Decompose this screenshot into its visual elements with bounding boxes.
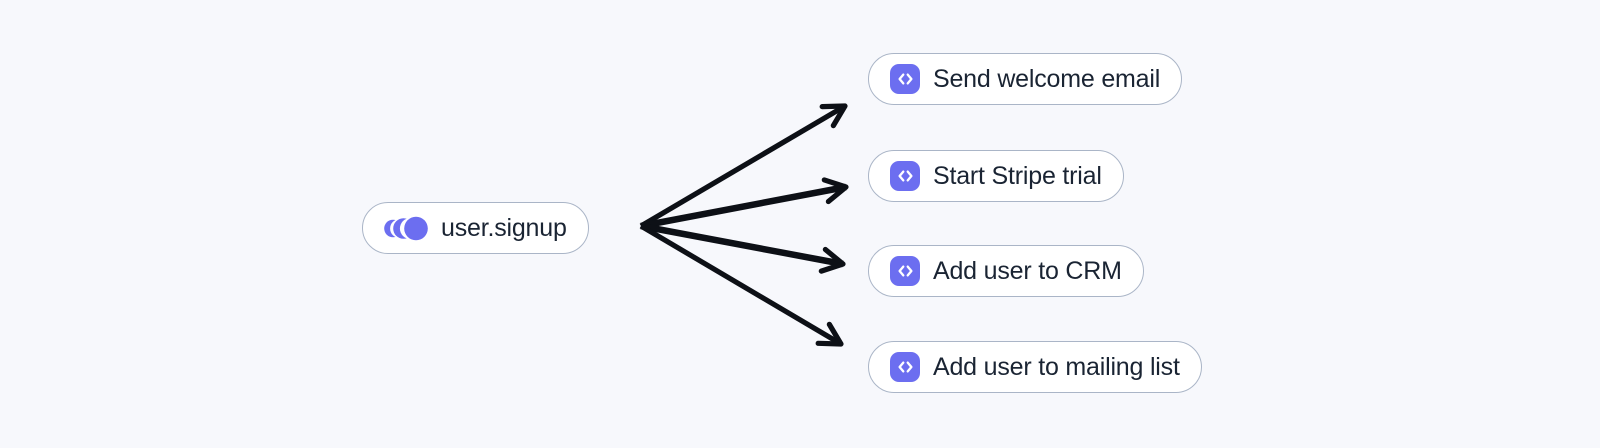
function-node-add-user-to-mailing-list: Add user to mailing list xyxy=(868,341,1202,393)
function-node-start-stripe-trial: Start Stripe trial xyxy=(868,150,1124,202)
function-node-label: Start Stripe trial xyxy=(933,161,1102,190)
edge-arrow-0 xyxy=(639,103,848,229)
trigger-node-user-signup: user.signup xyxy=(362,202,589,254)
code-icon xyxy=(890,352,920,382)
function-node-label: Add user to mailing list xyxy=(933,352,1180,381)
code-icon xyxy=(890,256,920,286)
code-icon xyxy=(890,64,920,94)
function-node-add-user-to-crm: Add user to CRM xyxy=(868,245,1144,297)
trigger-node-label: user.signup xyxy=(441,213,567,242)
edge-arrow-3 xyxy=(639,223,844,347)
edge-arrow-2 xyxy=(640,222,846,274)
function-node-label: Add user to CRM xyxy=(933,256,1122,285)
code-icon xyxy=(890,161,920,191)
function-node-send-welcome-email: Send welcome email xyxy=(868,53,1183,105)
edge-arrow-1 xyxy=(640,177,849,230)
function-node-label: Send welcome email xyxy=(933,64,1161,93)
event-signal-icon xyxy=(384,216,428,241)
